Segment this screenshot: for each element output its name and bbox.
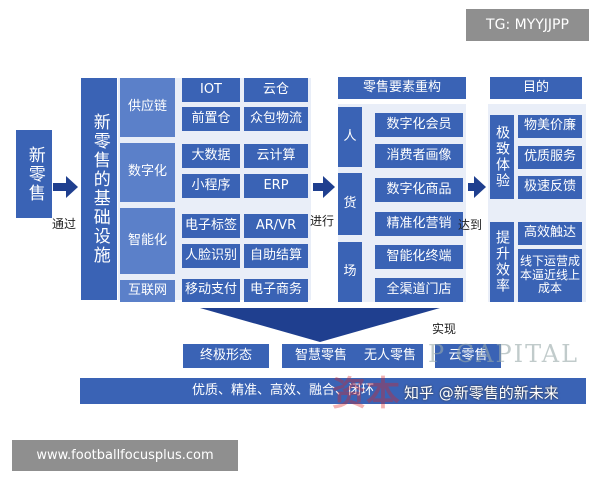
item-e-label: 电子标签 bbox=[182, 214, 240, 238]
arrow-shaft-2 bbox=[313, 183, 325, 191]
zhihu-watermark: 知乎 @新零售的新未来 bbox=[404, 384, 559, 402]
group-goods: 货 bbox=[338, 173, 362, 235]
item-omni-store: 全渠道门店 bbox=[375, 278, 463, 302]
new-retail-box: 新零售 bbox=[16, 130, 52, 218]
item-big-data: 大数据 bbox=[182, 144, 240, 168]
arrow-right-2 bbox=[323, 176, 335, 198]
arrow-shaft-1 bbox=[53, 183, 67, 191]
arrow-right-1 bbox=[66, 176, 78, 198]
item-efficient-reach: 高效触达 bbox=[518, 222, 582, 245]
item-fast-feedback: 极速反馈 bbox=[518, 176, 582, 199]
seal-watermark: 资本 bbox=[332, 374, 400, 414]
group-place: 场 bbox=[338, 242, 362, 302]
down-chevron bbox=[200, 308, 440, 342]
restructure-header: 零售要素重构 bbox=[338, 77, 466, 99]
item-e-commerce: 电子商务 bbox=[244, 279, 308, 302]
item-iot: IOT bbox=[182, 78, 240, 102]
final-unmanned-retail: 无人零售 bbox=[357, 344, 423, 368]
item-cloud-computing: 云计算 bbox=[244, 144, 308, 168]
group-improve-efficiency: 提升效率 bbox=[490, 222, 514, 302]
infrastructure-box: 新零售的基础设施 bbox=[81, 78, 117, 300]
item-precise-marketing: 精准化营销 bbox=[375, 212, 463, 236]
capital-watermark: P CAPITAL bbox=[428, 340, 580, 368]
item-crowd-logistics: 众包物流 bbox=[244, 107, 308, 131]
item-ar-vr: AR/VR bbox=[244, 214, 308, 238]
category-internet: 互联网 bbox=[120, 280, 175, 302]
arrow-right-3 bbox=[474, 176, 486, 198]
realize-label: 实现 bbox=[432, 322, 457, 336]
item-digital-goods: 数字化商品 bbox=[375, 178, 463, 202]
item-mini-program: 小程序 bbox=[182, 174, 240, 198]
goal-header: 目的 bbox=[490, 77, 582, 99]
final-smart-retail: 智慧零售 bbox=[282, 344, 360, 368]
item-cloud-warehouse: 云仓 bbox=[244, 78, 308, 102]
item-front-warehouse: 前置仓 bbox=[182, 107, 240, 131]
arrow-shaft-3 bbox=[468, 183, 476, 191]
item-consumer-profile: 消费者画像 bbox=[375, 144, 463, 168]
item-smart-terminal: 智能化终端 bbox=[375, 245, 463, 269]
via-label: 通过 bbox=[52, 217, 77, 231]
category-supply-chain: 供应链 bbox=[120, 78, 175, 137]
item-offline-cost: 线下运营成本逼近线上成本 bbox=[518, 249, 582, 302]
final-cloud-retail: 云零售 bbox=[435, 344, 501, 368]
item-quality-service: 优质服务 bbox=[518, 146, 582, 169]
group-person: 人 bbox=[338, 107, 362, 167]
item-good-value: 物美价廉 bbox=[518, 115, 582, 138]
reach-label: 达到 bbox=[458, 218, 483, 232]
item-self-checkout: 自助结算 bbox=[244, 244, 308, 268]
group-ultimate-experience: 极致体验 bbox=[490, 115, 514, 199]
site-tag: www.footballfocusplus.com bbox=[12, 440, 238, 471]
final-form-label: 终极形态 bbox=[183, 344, 269, 368]
proceed-label: 进行 bbox=[310, 214, 335, 228]
item-erp: ERP bbox=[244, 174, 308, 198]
bottom-bar: 优质、精准、高效、融合、闭环 bbox=[80, 378, 586, 404]
channel-tag: TG: MYYJJPP bbox=[466, 9, 589, 41]
item-mobile-payment: 移动支付 bbox=[182, 279, 240, 302]
category-intelligence: 智能化 bbox=[120, 208, 175, 274]
category-digitalization: 数字化 bbox=[120, 143, 175, 202]
item-digital-member: 数字化会员 bbox=[375, 113, 463, 137]
item-face-recognition: 人脸识别 bbox=[182, 244, 240, 268]
